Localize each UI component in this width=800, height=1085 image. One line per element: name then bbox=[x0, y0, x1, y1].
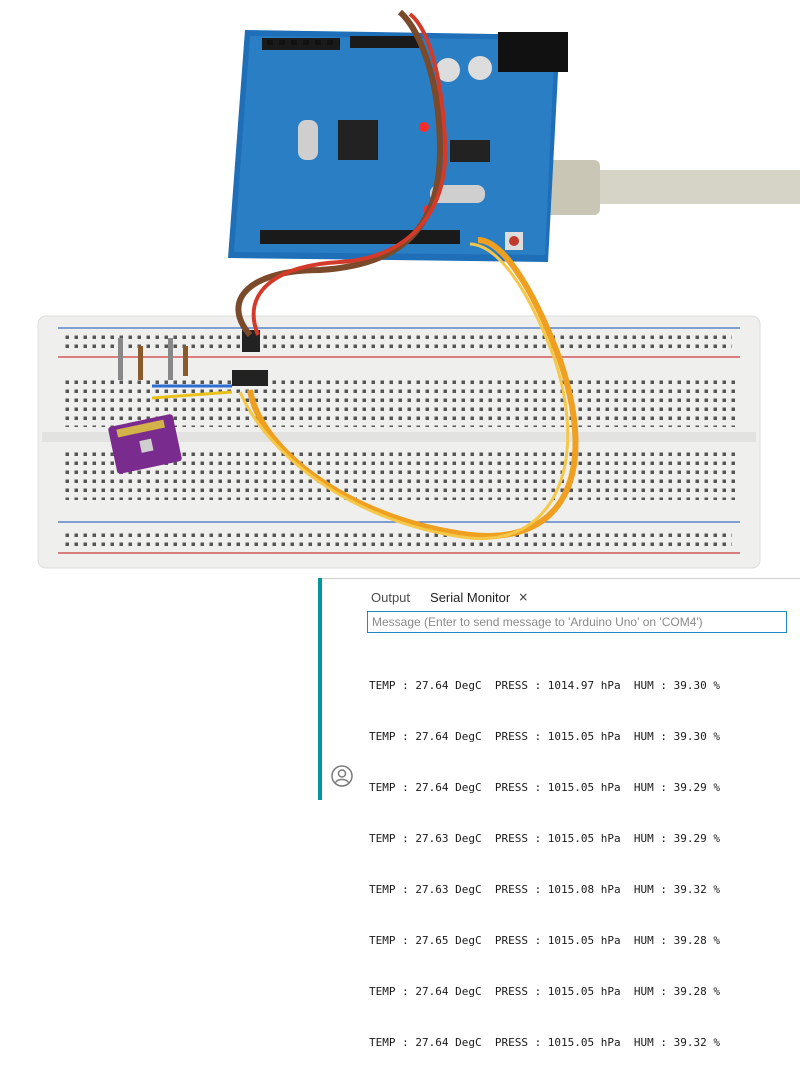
panel-accent-stripe bbox=[318, 578, 322, 800]
serial-line: TEMP : 27.64 DegC PRESS : 1015.05 hPa HU… bbox=[369, 781, 720, 794]
account-icon[interactable] bbox=[331, 765, 353, 787]
breadboard bbox=[37, 315, 761, 569]
message-input[interactable]: Message (Enter to send message to 'Ardui… bbox=[367, 611, 787, 633]
serial-line: TEMP : 27.64 DegC PRESS : 1015.05 hPa HU… bbox=[369, 730, 720, 743]
serial-output: TEMP : 27.64 DegC PRESS : 1014.97 hPa HU… bbox=[369, 643, 720, 1085]
serial-line: TEMP : 27.65 DegC PRESS : 1015.05 hPa HU… bbox=[369, 934, 720, 947]
panel-tabs: Output Serial Monitor × bbox=[371, 585, 528, 609]
serial-monitor-panel: Output Serial Monitor × Message (Enter t… bbox=[318, 578, 800, 1049]
tab-serial-monitor[interactable]: Serial Monitor bbox=[430, 589, 511, 605]
sensor-module bbox=[108, 414, 182, 474]
serial-line: TEMP : 27.64 DegC PRESS : 1014.97 hPa HU… bbox=[369, 679, 720, 692]
serial-line: TEMP : 27.64 DegC PRESS : 1015.05 hPa HU… bbox=[369, 985, 720, 998]
arduino-board bbox=[228, 30, 568, 262]
wire-red bbox=[251, 12, 448, 336]
close-icon[interactable]: × bbox=[518, 590, 529, 604]
hardware-photo bbox=[37, 9, 800, 569]
tab-output[interactable]: Output bbox=[371, 589, 411, 605]
serial-line: TEMP : 27.63 DegC PRESS : 1015.05 hPa HU… bbox=[369, 832, 720, 845]
serial-line: TEMP : 27.63 DegC PRESS : 1015.08 hPa HU… bbox=[369, 883, 720, 896]
wire-yellow bbox=[238, 242, 570, 541]
wire-orange bbox=[247, 237, 579, 539]
serial-line: TEMP : 27.64 DegC PRESS : 1015.05 hPa HU… bbox=[369, 1036, 720, 1049]
